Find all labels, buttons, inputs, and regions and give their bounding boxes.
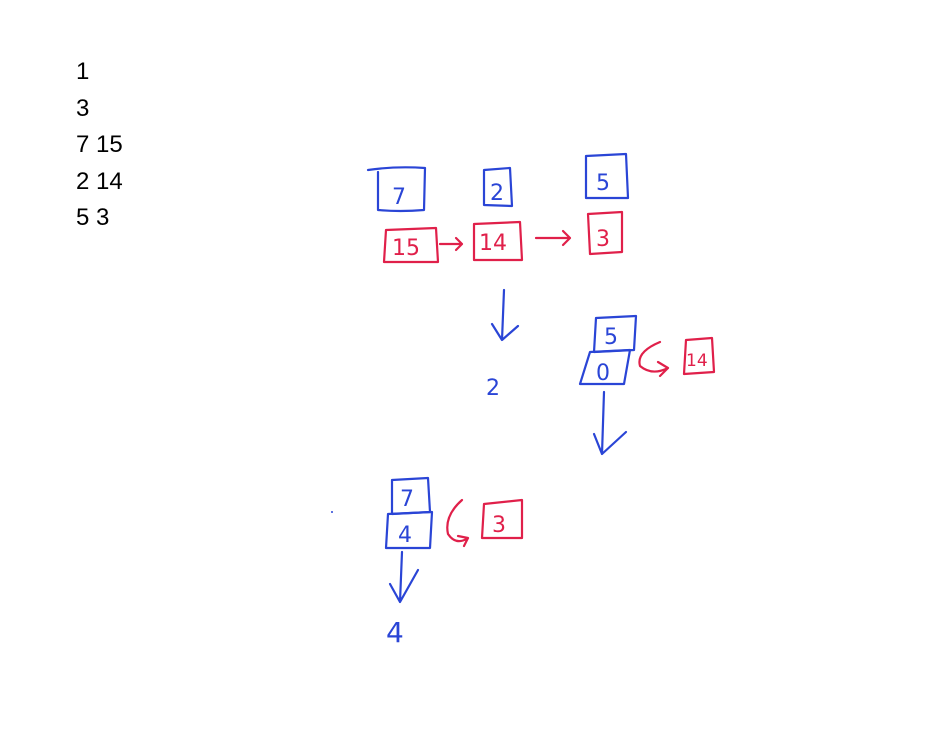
top-value-box-1: 15: [382, 226, 440, 264]
input-line-1: 1: [76, 58, 90, 85]
input-line-3: 7 15: [76, 131, 123, 158]
mid-right-link: 14: [686, 351, 708, 371]
top-value-1: 15: [392, 236, 420, 261]
top-key-3: 5: [596, 171, 610, 196]
link-arrow-bottom: [446, 498, 470, 548]
mid-right-value: 0: [596, 361, 610, 386]
input-line-2: 3: [76, 94, 90, 122]
stray-dot: [331, 511, 333, 513]
bottom-key: 7: [400, 487, 414, 512]
final-result: 4: [386, 616, 404, 649]
bottom-link-box: 3: [480, 498, 524, 540]
down-arrow-middle-left: [490, 288, 520, 342]
top-value-box-3: 3: [586, 210, 624, 256]
mid-right-stack: 5 0: [578, 314, 638, 386]
top-value-box-2: 14: [472, 220, 524, 262]
arrow-value-1-to-2: [438, 236, 464, 252]
down-arrow-bottom: [388, 550, 420, 604]
link-arrow-mid-right: [638, 340, 670, 378]
bottom-stack: 7 4: [384, 476, 434, 550]
input-line-5: 5 3: [76, 204, 110, 231]
top-key-box-3: 5: [584, 152, 630, 200]
input-text-block: 1 3 7 15 2 14 5 3: [76, 54, 123, 237]
top-key-box-1: 7: [366, 166, 427, 213]
input-line-4: 2 14: [76, 167, 123, 195]
top-value-3: 3: [596, 227, 610, 252]
mid-right-key: 5: [604, 325, 618, 350]
down-arrow-mid-right: [592, 390, 628, 456]
arrow-value-2-to-3: [534, 229, 572, 247]
top-key-1: 7: [392, 185, 406, 210]
top-key-2: 2: [490, 181, 504, 206]
top-value-2: 14: [479, 231, 507, 256]
bottom-value: 4: [398, 523, 412, 548]
top-key-box-2: 2: [482, 166, 514, 208]
bottom-link: 3: [492, 513, 506, 538]
mid-right-link-box: 14: [682, 336, 716, 376]
mid-left-result: 2: [486, 376, 500, 401]
